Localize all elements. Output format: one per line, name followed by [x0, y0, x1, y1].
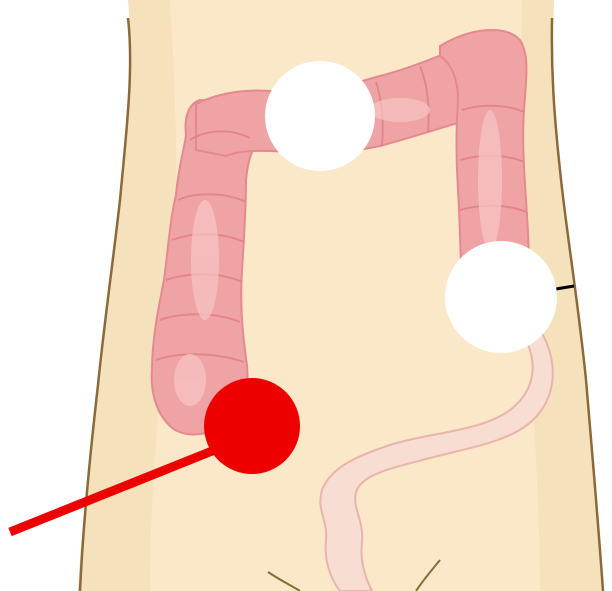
marker-cecum-red-dot	[204, 378, 300, 474]
marker-descending-white-circle	[445, 241, 557, 353]
marker-transverse-white-circle	[265, 61, 375, 171]
